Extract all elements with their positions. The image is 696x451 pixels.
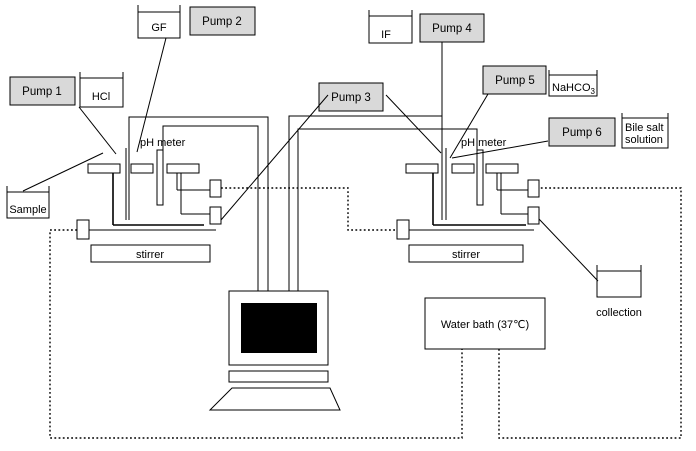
nahco3-label-main: NaHCO bbox=[552, 82, 591, 94]
stirrer-right: stirrer bbox=[408, 244, 524, 263]
pump-2-label: Pump 2 bbox=[202, 16, 242, 28]
pump-3: Pump 3 bbox=[318, 82, 384, 112]
hcl-container: HCl bbox=[79, 72, 124, 108]
collection-label: collection bbox=[596, 307, 642, 319]
gf-label: GF bbox=[151, 22, 167, 34]
bile-salt-container: Bile salt solution bbox=[621, 113, 669, 149]
pump-5: Pump 5 bbox=[482, 65, 547, 95]
nahco3-label-subscript: 3 bbox=[591, 87, 596, 96]
pump-1: Pump 1 bbox=[9, 76, 76, 106]
water-bath-label: Water bath (37℃) bbox=[441, 319, 529, 331]
stirrer-left: stirrer bbox=[90, 244, 211, 263]
nahco3-container: NaHCO3 bbox=[548, 70, 598, 97]
pump-1-label: Pump 1 bbox=[22, 86, 62, 98]
bile-salt-label-line2: solution bbox=[625, 134, 663, 146]
bile-salt-label-line1: Bile salt bbox=[625, 122, 664, 134]
stirrer-right-label: stirrer bbox=[452, 249, 480, 261]
tube-lines bbox=[22, 37, 599, 282]
nahco3-label: NaHCO3 bbox=[552, 82, 596, 96]
computer-keyboard bbox=[208, 387, 341, 411]
ph-meter-right-label: pH meter bbox=[461, 137, 507, 149]
pump-6-label: Pump 6 bbox=[562, 127, 602, 139]
collection-container: collection bbox=[596, 265, 642, 319]
hcl-label: HCl bbox=[92, 91, 110, 103]
left-vessel-computer-cables bbox=[128, 116, 269, 291]
pump-5-label: Pump 5 bbox=[495, 75, 535, 87]
pump-4: Pump 4 bbox=[419, 13, 485, 43]
pump3-line bbox=[220, 94, 329, 221]
right-vessel-assembly bbox=[396, 148, 540, 240]
if-label: IF bbox=[381, 29, 391, 41]
pump6-to-vessel-line bbox=[451, 140, 549, 159]
computer-base bbox=[228, 370, 329, 383]
pump-6: Pump 6 bbox=[548, 117, 616, 147]
sample-line bbox=[22, 152, 104, 192]
water-bath: Water bath (37℃) bbox=[424, 297, 546, 350]
computer bbox=[208, 290, 341, 411]
computer-screen bbox=[241, 303, 317, 353]
pump3-to-right-vessel-line bbox=[385, 94, 442, 154]
if-container: IF bbox=[368, 10, 413, 44]
pump1-to-vessel-line bbox=[78, 106, 117, 155]
pump-3-label: Pump 3 bbox=[331, 92, 371, 104]
pump-2: Pump 2 bbox=[189, 6, 256, 36]
collection-line bbox=[538, 218, 599, 282]
water-circulation-loop bbox=[49, 187, 682, 439]
gf-container: GF bbox=[137, 5, 181, 39]
pump-4-label: Pump 4 bbox=[432, 23, 472, 35]
pump2-to-vessel-line bbox=[136, 37, 167, 153]
pump5-to-vessel-line bbox=[449, 93, 489, 159]
left-vessel-assembly bbox=[76, 148, 222, 240]
sample-container: Sample bbox=[6, 186, 50, 219]
right-vessel-computer-cables bbox=[288, 115, 478, 291]
sample-label: Sample bbox=[9, 204, 46, 216]
stirrer-left-label: stirrer bbox=[136, 249, 164, 261]
